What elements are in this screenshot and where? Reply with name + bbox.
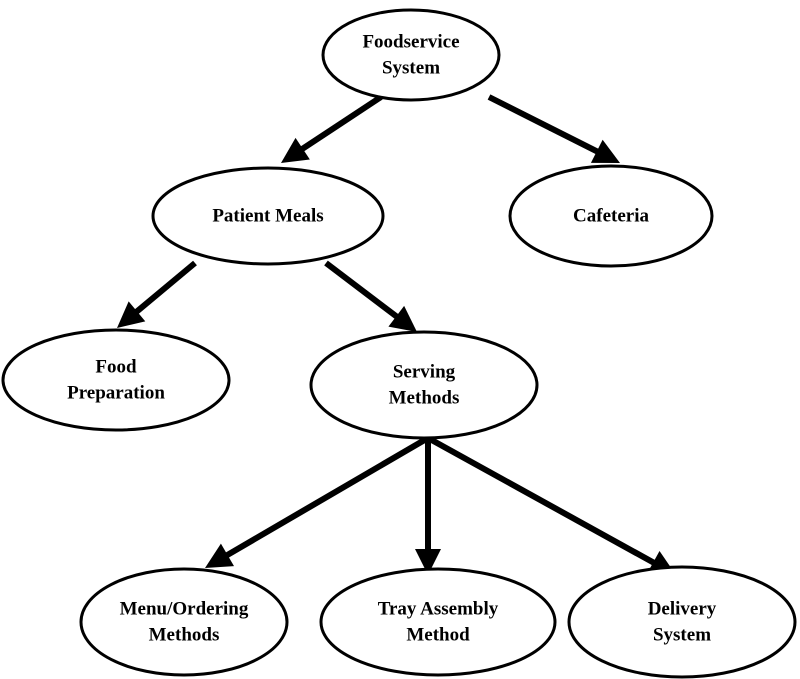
edge-foodservice_system-to-cafeteria <box>487 94 620 163</box>
edge-foodservice_system-to-patient_meals <box>281 94 383 163</box>
node-label-line: Methods <box>149 625 220 646</box>
arrow-line <box>133 260 197 315</box>
node-label-line: Delivery <box>648 599 717 620</box>
edge-patient_meals-to-food_preparation <box>117 260 197 328</box>
node-label-line: Tray Assembly <box>378 599 499 620</box>
node-label-line: Serving <box>393 362 456 383</box>
arrow-line <box>426 435 657 567</box>
arrowhead-icon <box>415 549 441 575</box>
node-label-line: Cafeteria <box>573 206 649 227</box>
node-label-line: Patient Meals <box>212 206 323 227</box>
node-label-line: Menu/Ordering <box>120 599 249 620</box>
node-ellipse <box>1 328 231 432</box>
node-label-line: System <box>382 58 440 79</box>
node-ellipse <box>151 166 385 266</box>
node-ellipse <box>321 8 501 102</box>
node-label-line: Preparation <box>67 383 165 404</box>
edge-serving_methods-to-menu_ordering_methods <box>205 435 430 568</box>
node-label-line: Food <box>95 357 137 378</box>
arrowhead-icon <box>590 139 620 163</box>
node-label-line: System <box>653 625 711 646</box>
node-patient-meals: Patient Meals <box>151 166 385 266</box>
node-label-line: Foodservice <box>362 32 459 53</box>
node-cafeteria: Cafeteria <box>508 164 714 268</box>
node-ellipse <box>79 567 289 677</box>
arrow-line <box>224 435 430 559</box>
arrow-line <box>299 94 383 153</box>
arrow-line <box>324 260 400 320</box>
arrowhead-icon <box>117 301 146 328</box>
node-ellipse <box>567 565 797 679</box>
arrow-line <box>487 94 600 155</box>
arrowhead-icon <box>205 543 235 568</box>
edge-serving_methods-to-delivery_system <box>426 435 676 575</box>
node-ellipse <box>508 164 714 268</box>
node-ellipse <box>319 567 557 677</box>
node-label-line: Methods <box>389 388 460 409</box>
arrowhead-icon <box>281 137 310 163</box>
edge-serving_methods-to-tray_assembly_method <box>415 438 441 575</box>
node-label-line: Method <box>406 625 470 646</box>
node-ellipse <box>309 330 539 440</box>
arrowhead-icon <box>388 305 417 332</box>
edge-patient_meals-to-serving_methods <box>324 260 417 332</box>
